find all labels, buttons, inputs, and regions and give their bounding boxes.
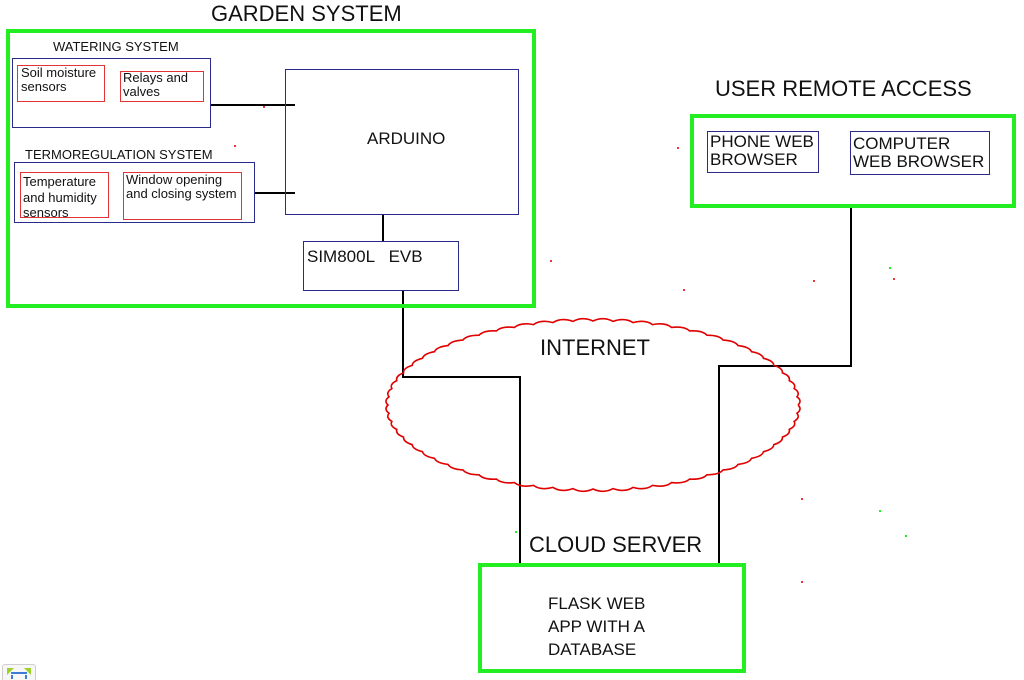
stray-dot xyxy=(263,106,265,108)
window-opening-system-box xyxy=(123,172,242,220)
stray-dot xyxy=(801,498,803,500)
stray-dot xyxy=(683,289,685,291)
soil-moisture-sensors-box xyxy=(17,65,105,102)
cloud-server-content: FLASK WEB APP WITH A DATABASE xyxy=(548,594,646,659)
phone-web-browser-label: PHONE WEB BROWSER xyxy=(710,132,814,170)
termoregulation-system-box xyxy=(14,162,255,223)
sim800l-evb-box xyxy=(303,241,459,291)
phone-web-browser-box xyxy=(707,131,819,173)
resize-handle[interactable] xyxy=(2,664,36,680)
stray-dot xyxy=(893,278,895,280)
stray-dot xyxy=(234,145,236,147)
computer-web-browser-label: COMPUTER WEB BROWSER xyxy=(853,134,985,172)
soil-moisture-sensors-label: Soil moisture sensors xyxy=(21,65,97,95)
cloud-server-group xyxy=(478,563,746,673)
garden-system-group xyxy=(6,29,536,308)
user-remote-access-group xyxy=(690,114,1016,208)
computer-web-browser-box xyxy=(850,131,990,175)
user-remote-access-title: USER REMOTE ACCESS xyxy=(715,76,972,101)
cloud-server-title: CLOUD SERVER xyxy=(529,532,703,557)
termoregulation-system-title: TERMOREGULATION SYSTEM xyxy=(25,147,213,162)
temperature-humidity-sensors-label: Temperature and humidity sensors xyxy=(23,174,97,221)
resize-arrows-icon xyxy=(7,668,31,679)
window-opening-system-label: Window opening and closing system xyxy=(126,172,237,202)
connector-sim-cloud-server xyxy=(402,291,521,563)
relays-and-valves-box xyxy=(120,71,204,102)
relays-and-valves-label: Relays and valves xyxy=(123,70,189,100)
stray-dot xyxy=(801,581,803,583)
stray-dot xyxy=(677,147,679,149)
sim800l-evb-label: SIM800L EVB xyxy=(307,247,423,266)
connector-remote-access-cloud-server xyxy=(718,207,852,563)
stray-dot xyxy=(879,510,881,512)
arduino-label: ARDUINO xyxy=(367,129,446,148)
stray-dot xyxy=(515,531,517,533)
watering-system-title: WATERING SYSTEM xyxy=(53,39,179,54)
stray-dot xyxy=(889,267,891,269)
temperature-humidity-sensors-box xyxy=(20,172,109,218)
internet-cloud-outline xyxy=(385,317,801,493)
arduino-box xyxy=(285,69,519,215)
stray-dot xyxy=(550,260,552,262)
internet-label: INTERNET xyxy=(540,335,650,360)
stray-dot xyxy=(813,280,815,282)
watering-system-box xyxy=(12,58,211,128)
stray-dot xyxy=(905,535,907,537)
internet-cloud xyxy=(385,317,801,493)
garden-system-title: GARDEN SYSTEM xyxy=(211,1,402,26)
